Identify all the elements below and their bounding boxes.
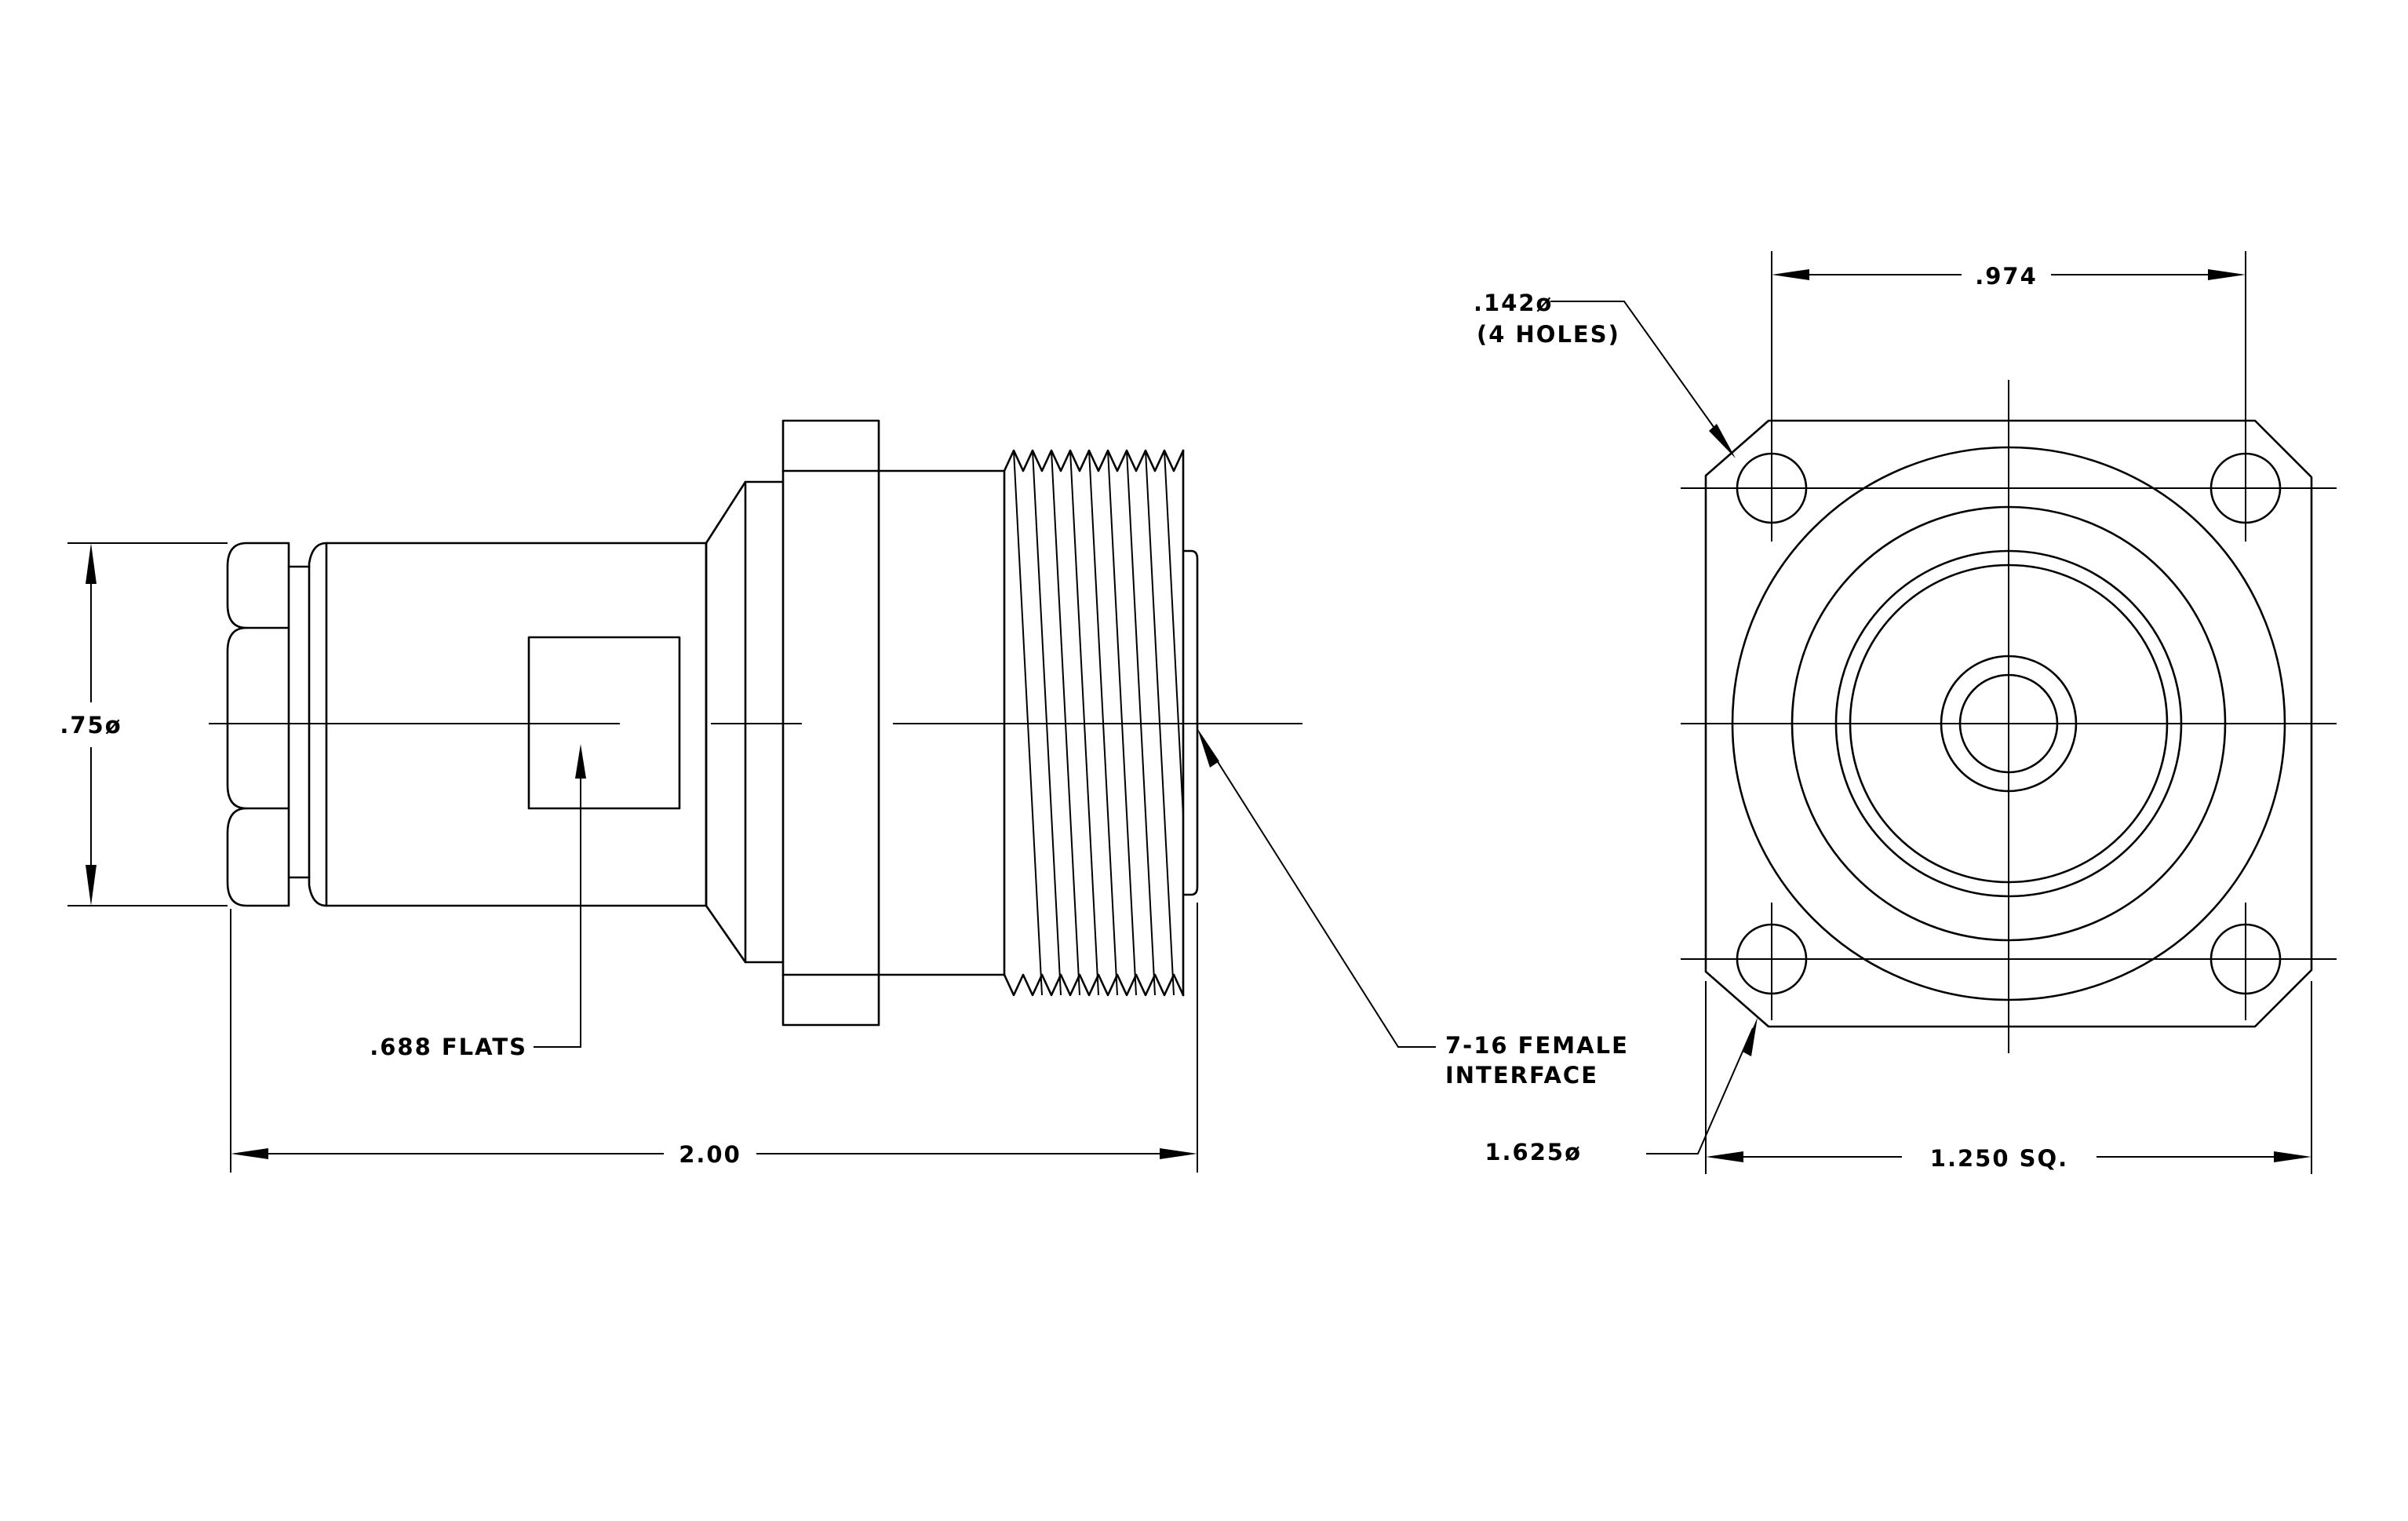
hole-spacing-dimension: .974 [1771,251,2246,385]
interface-label-line2: INTERFACE [1445,1062,1598,1089]
flange-square-dimension: 1.250 SQ. [1705,981,2312,1174]
flange-square-label: 1.250 SQ. [1930,1145,2068,1172]
flange-diameter-leader: 1.625ø [1485,1017,1758,1165]
front-view: .974 .142ø (4 HOLES) 1.625ø 1.250 SQ. [1474,251,2337,1174]
length-label: 2.00 [679,1141,741,1168]
hole-size-label-line2: (4 HOLES) [1477,321,1620,348]
flats-leader: .688 FLATS [370,744,586,1060]
connector-neck [705,480,785,964]
hole-size-label-line1: .142ø [1474,290,1553,316]
interface-label-line1: 7-16 FEMALE [1445,1032,1629,1059]
hole-spacing-label: .974 [1975,263,2038,290]
front-center-lines [1681,380,2337,1053]
body-diameter-label: .75ø [60,712,122,739]
diameter-dimension: .75ø [60,542,228,906]
flange-diameter-label: 1.625ø [1485,1139,1582,1165]
square-flange [1704,419,2313,1028]
length-dimension: 2.00 [230,903,1198,1173]
rear-hex-nut [226,542,311,907]
flats-label: .688 FLATS [370,1034,527,1060]
hole-size-leader: .142ø (4 HOLES) [1474,290,1736,458]
side-view: .75ø .688 FLATS 7-16 FEMALE INTERFACE 2.… [60,419,1629,1173]
interface-leader: 7-16 FEMALE INTERFACE [1197,728,1629,1089]
